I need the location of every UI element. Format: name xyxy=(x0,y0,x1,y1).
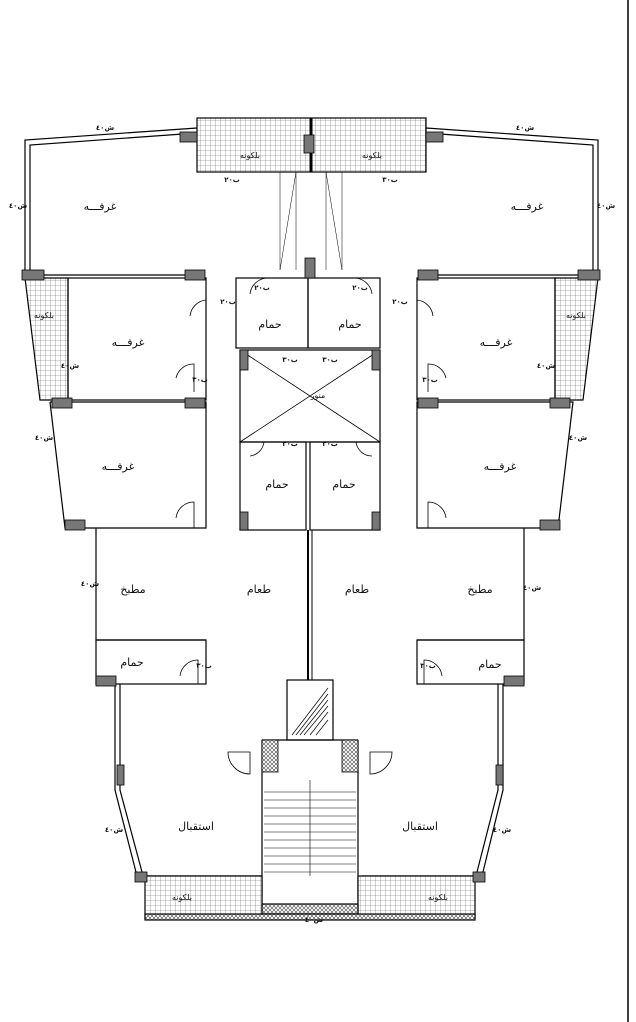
label-dining-right: طعام xyxy=(345,583,369,596)
label-balcony-bottom-right: بلكونه xyxy=(428,893,448,902)
tag-door: ب٢٠ xyxy=(224,176,240,184)
tag-window: ش٤٠ xyxy=(537,362,556,370)
tag-window: ش٤٠ xyxy=(96,124,115,132)
tag-door: ب٣٠ xyxy=(322,356,338,364)
balcony-bottom-right xyxy=(357,875,476,919)
reception-right-wall xyxy=(362,684,504,877)
bath-center-right-wall xyxy=(307,277,381,349)
balcony-bottom-left xyxy=(144,875,263,919)
label-bath-small-right: حمام xyxy=(478,658,501,671)
room-mid-right-wall xyxy=(416,277,556,401)
label-kitchen-left: مطبخ xyxy=(120,583,145,596)
bath-small-left-wall xyxy=(95,639,207,685)
tag-door: ب٢٠ xyxy=(220,298,236,306)
label-balcony-top-right: بلكونه xyxy=(362,151,382,160)
label-balcony-top-left: بلكونه xyxy=(240,151,260,160)
label-room-low-right: غرفـــه xyxy=(484,460,517,473)
tag-door: ب٢٠ xyxy=(254,284,270,292)
tag-door: ب٣٠ xyxy=(282,440,298,448)
bath-lower-left-wall xyxy=(239,441,307,531)
kitchen-left-wall xyxy=(95,528,206,641)
elevator xyxy=(286,679,334,741)
label-balcony-side-right: بلكونه xyxy=(566,311,586,320)
label-bath-center-right: حمام xyxy=(338,318,361,331)
tag-door: ب٣٠ xyxy=(196,662,212,670)
label-bath-center-left: حمام xyxy=(258,318,281,331)
tag-window: ش٤٠ xyxy=(493,826,512,834)
room-mid-left-wall xyxy=(67,277,207,401)
tag-window: ش٤٠ xyxy=(516,124,535,132)
tag-door: ب٣٠ xyxy=(322,440,338,448)
tag-door: ب٢٠ xyxy=(352,284,368,292)
label-balcony-bottom-left: بلكونه xyxy=(172,893,192,902)
stairs xyxy=(264,780,356,876)
reception-left-wall xyxy=(114,684,262,877)
label-shaft: منور xyxy=(310,391,326,400)
bath-small-right-wall xyxy=(416,639,525,685)
room-top-left-wall xyxy=(24,127,198,276)
label-kitchen-right: مطبخ xyxy=(467,583,492,596)
tag-window: ش٤٠ xyxy=(523,584,542,592)
label-reception-left: استقبال xyxy=(178,820,214,833)
balcony-side-left xyxy=(24,277,69,401)
tag-door: ب٢٠ xyxy=(392,298,408,306)
label-room-top-right: غرفـــه xyxy=(511,200,544,213)
label-bath-lower-right: حمام xyxy=(332,478,355,491)
tag-window: ش٤٠ xyxy=(597,202,616,210)
tag-door: ب٣٠ xyxy=(420,662,436,670)
label-balcony-side-left: بلكونه xyxy=(34,311,54,320)
columns xyxy=(21,131,601,883)
label-bath-lower-left: حمام xyxy=(265,478,288,491)
tag-window: ش٤٠ xyxy=(61,362,80,370)
label-reception-right: استقبال xyxy=(402,820,438,833)
label-room-mid-left: غرفـــه xyxy=(112,336,145,349)
tag-window: ش٤٠ xyxy=(569,434,588,442)
walls xyxy=(24,117,599,921)
label-room-mid-right: غرفـــه xyxy=(480,336,513,349)
label-room-low-left: غرفـــه xyxy=(102,460,135,473)
room-top-right-wall xyxy=(425,127,599,276)
label-room-top-left: غرفـــه xyxy=(84,200,117,213)
tag-window: ش٤٠ xyxy=(105,826,124,834)
tag-window: ش٤٠ xyxy=(9,202,28,210)
tag-door: ب٣٠ xyxy=(192,376,208,384)
tag-window: ش٤٠ xyxy=(81,580,100,588)
tag-door: ب٣٠ xyxy=(422,376,438,384)
tag-window: ش٤٠ xyxy=(305,916,324,924)
bath-center-left-wall xyxy=(235,277,309,349)
balcony-side-right xyxy=(554,277,599,401)
label-dining-left: طعام xyxy=(247,583,271,596)
room-low-left-wall xyxy=(49,401,207,529)
doors xyxy=(175,277,447,775)
tag-window: ش٤٠ xyxy=(35,434,54,442)
tag-door: ب٣٠ xyxy=(382,176,398,184)
tag-door: ب٣٠ xyxy=(282,356,298,364)
bath-lower-right-wall xyxy=(309,441,381,531)
label-bath-small-left: حمام xyxy=(120,656,143,669)
